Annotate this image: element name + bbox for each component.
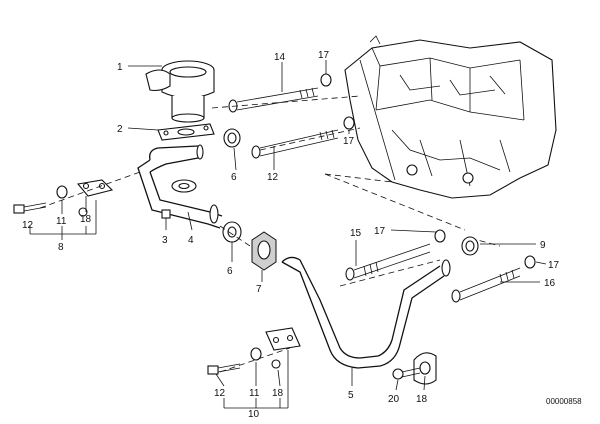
- callout-12c: 12: [214, 388, 226, 399]
- callout-10: 10: [248, 409, 260, 420]
- callout-14: 14: [274, 52, 286, 63]
- callout-4: 4: [188, 235, 194, 246]
- callout-5: 5: [348, 390, 354, 401]
- callout-6a: 6: [231, 172, 237, 183]
- valve-assembly: [145, 60, 215, 123]
- callout-6b: 6: [227, 266, 233, 277]
- callout-20: 20: [388, 394, 400, 405]
- callout-18b: 18: [272, 388, 284, 399]
- engine-block: [344, 35, 557, 199]
- bracket-left: [76, 179, 114, 197]
- bolt-14: [228, 73, 332, 113]
- callout-18a: 18: [80, 214, 92, 225]
- reference-code: 00000858: [546, 397, 582, 406]
- callout-18c: 18: [416, 394, 428, 405]
- callout-17c: 17: [374, 226, 386, 237]
- callout-labels: 1 2 14 17 17 6 12 12 11 18 8 3 4 6 7 15 …: [22, 50, 560, 420]
- callout-17a: 17: [318, 50, 330, 61]
- bolt-15: [345, 229, 446, 281]
- pipe-5: [281, 256, 451, 369]
- sleeve-6-lower: [222, 221, 242, 243]
- callout-7: 7: [256, 284, 262, 295]
- rubber-7: [251, 231, 277, 271]
- callout-12a: 12: [267, 172, 279, 183]
- callout-8: 8: [58, 242, 64, 253]
- callout-11b: 11: [249, 388, 260, 399]
- callout-3: 3: [162, 235, 168, 246]
- bolt-20: [392, 367, 421, 380]
- callout-9: 9: [540, 240, 546, 251]
- bolt-left-upper: [13, 185, 88, 217]
- callout-11a: 11: [56, 216, 67, 227]
- bolt-16: [451, 255, 536, 303]
- callout-1: 1: [117, 62, 123, 73]
- leader-lines: [29, 60, 547, 409]
- callout-16: 16: [544, 278, 556, 289]
- callout-17d: 17: [548, 260, 560, 271]
- pipe-4: [137, 144, 223, 229]
- callout-2: 2: [117, 124, 123, 135]
- nut-3: [161, 209, 171, 219]
- bolt-left-lower: [207, 347, 281, 375]
- callout-15: 15: [350, 228, 362, 239]
- gasket: [157, 123, 215, 141]
- sleeve-9: [461, 236, 479, 256]
- callout-17b: 17: [343, 136, 355, 147]
- dashed-routing: [39, 95, 501, 373]
- bracket-lower: [265, 327, 301, 351]
- sleeve-6-upper: [223, 128, 241, 148]
- callout-12b: 12: [22, 220, 34, 231]
- bolt-12-upper: [251, 116, 355, 159]
- clamp-18: [413, 352, 437, 385]
